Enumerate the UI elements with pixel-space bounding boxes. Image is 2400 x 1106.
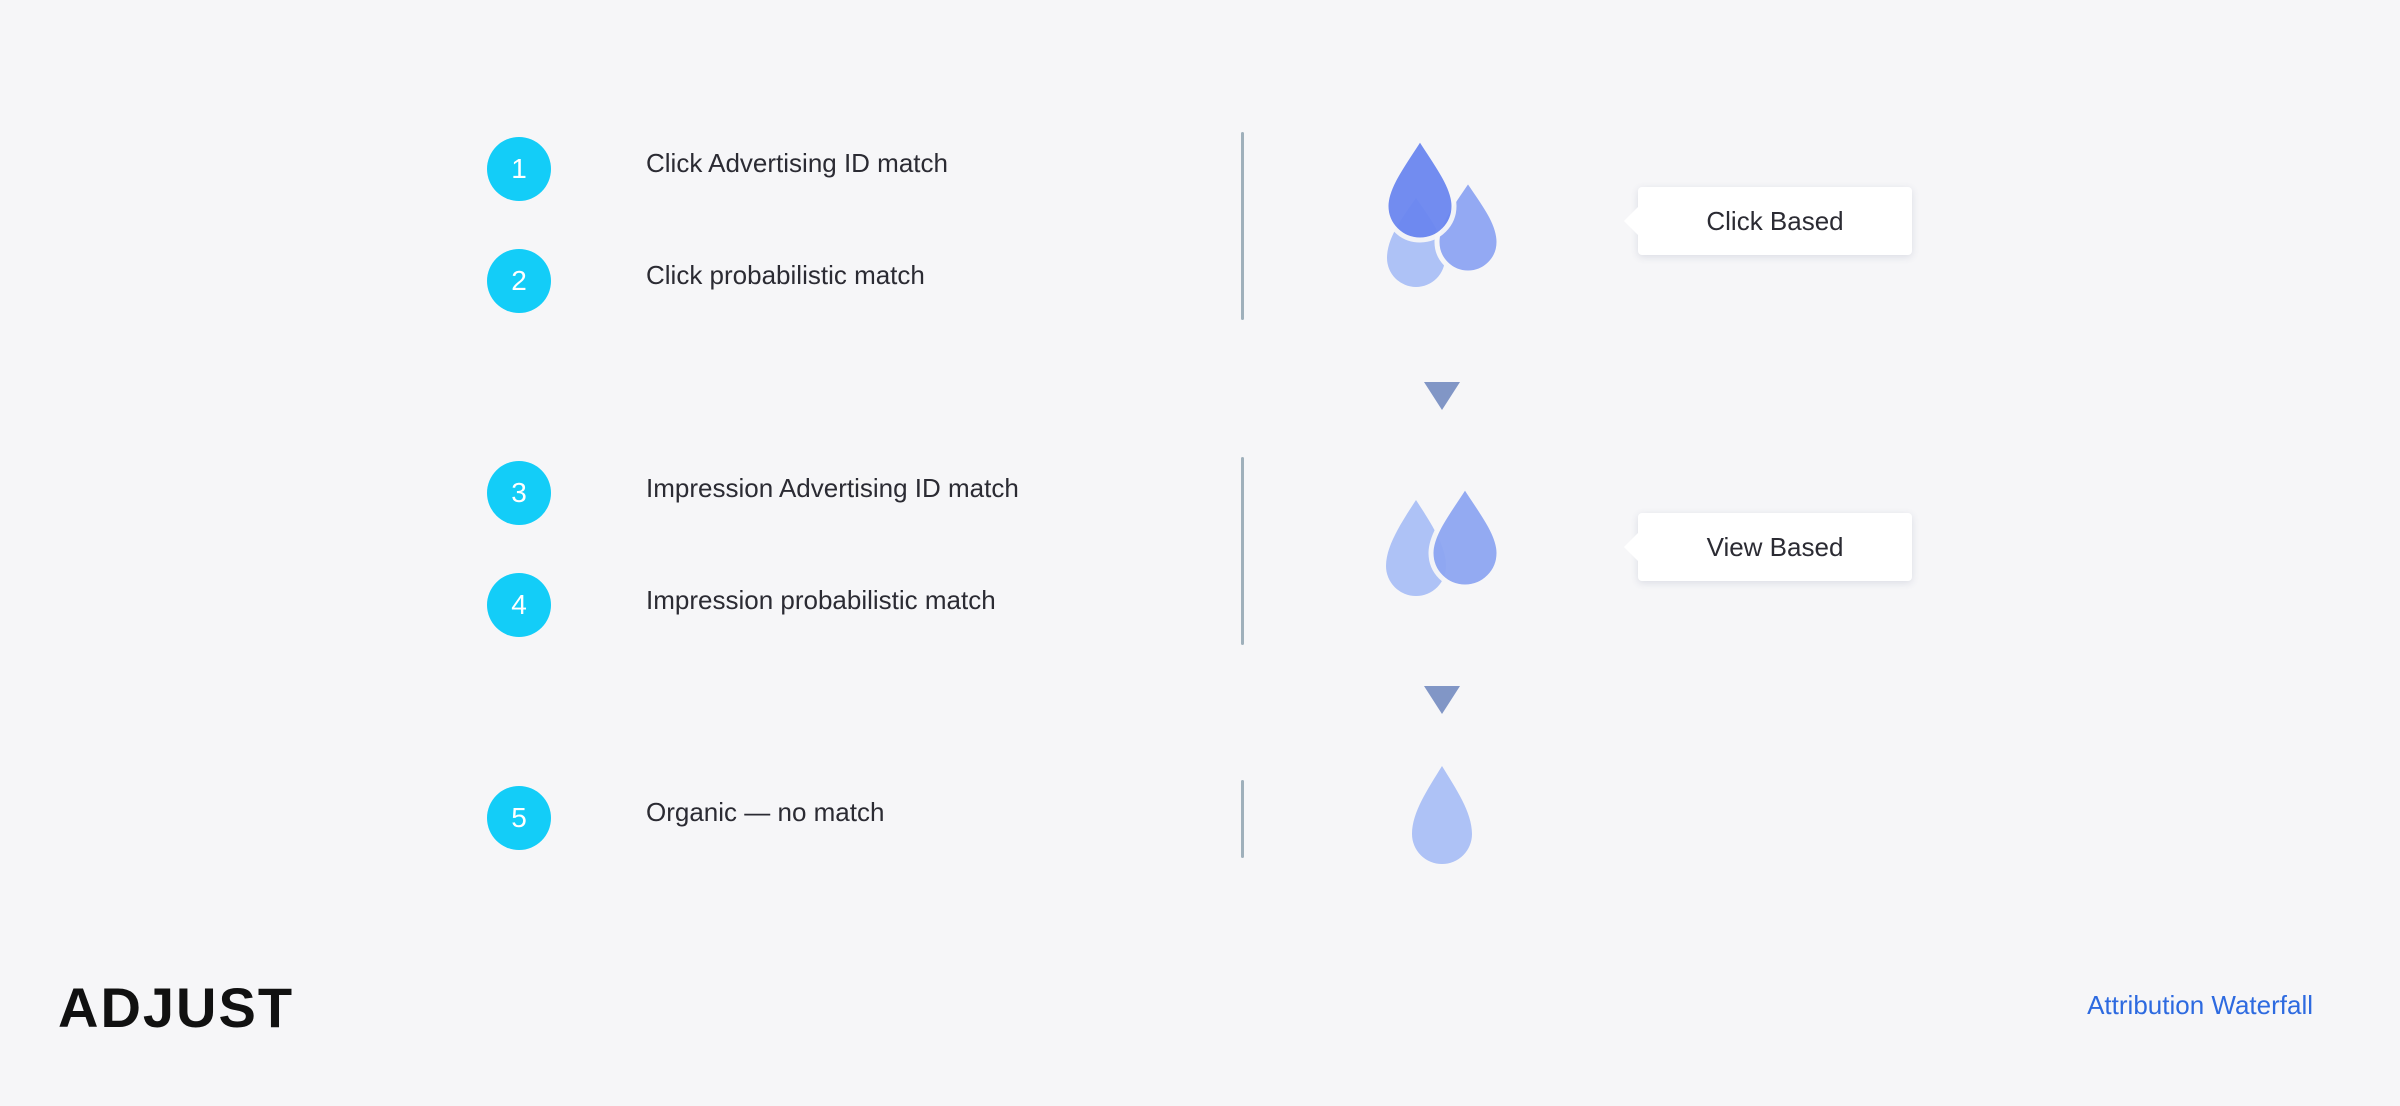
step-3-label: Impression Advertising ID match bbox=[646, 473, 1019, 503]
drop-mid-icon bbox=[1428, 481, 1502, 590]
step-2-label: Click probabilistic match bbox=[646, 260, 925, 290]
organic-drop-icon bbox=[1412, 766, 1472, 864]
down-arrow-icon bbox=[1424, 686, 1460, 714]
group-divider-organic bbox=[1241, 780, 1244, 858]
step-4-badge: 4 bbox=[487, 573, 551, 637]
click-based-callout: Click Based bbox=[1624, 187, 1912, 255]
svg-text:ADJUST: ADJUST bbox=[58, 983, 294, 1039]
step-5-label: Organic — no match bbox=[646, 797, 885, 827]
step-1-label: Click Advertising ID match bbox=[646, 148, 948, 178]
step-3-badge: 3 bbox=[487, 461, 551, 525]
view-drops-icon bbox=[1386, 481, 1502, 596]
view-based-callout: View Based bbox=[1624, 513, 1912, 581]
click-drops-icon bbox=[1383, 133, 1502, 287]
group-divider-click bbox=[1241, 132, 1244, 320]
down-arrow-icon bbox=[1424, 382, 1460, 410]
drop-light-icon bbox=[1386, 500, 1446, 596]
drop-light-icon bbox=[1412, 766, 1472, 864]
group-divider-view bbox=[1241, 457, 1244, 645]
step-5-badge: 5 bbox=[487, 786, 551, 850]
drop-dark-icon bbox=[1383, 133, 1457, 243]
step-1-badge: 1 bbox=[487, 137, 551, 201]
step-4-label: Impression probabilistic match bbox=[646, 585, 996, 615]
footer-title: Attribution Waterfall bbox=[2087, 990, 2313, 1020]
adjust-logo: ADJUST bbox=[58, 983, 294, 1039]
step-2-badge: 2 bbox=[487, 249, 551, 313]
